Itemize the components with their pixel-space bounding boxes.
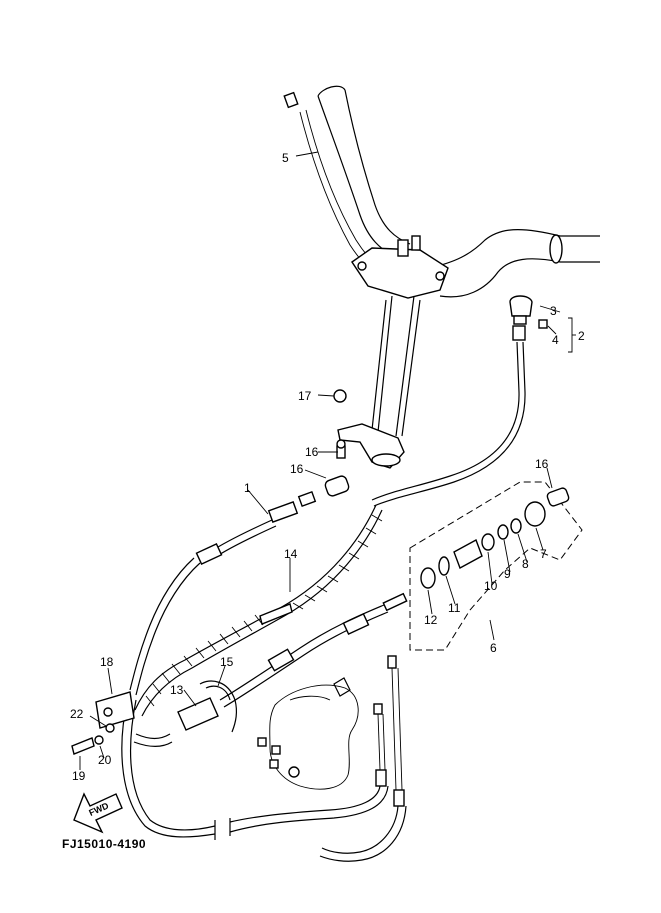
grip-end — [549, 234, 563, 264]
part-19-bracket — [95, 691, 135, 729]
part-10 — [481, 533, 495, 551]
callout-16-left: 16 — [290, 462, 304, 476]
clamp-bolt — [397, 239, 409, 257]
handlebar — [283, 85, 600, 299]
bolts-17-18 — [333, 389, 347, 459]
part-12 — [420, 567, 436, 589]
cable-13-end — [177, 697, 219, 731]
part-16-boot-left — [324, 475, 350, 497]
callout-9: 9 — [504, 567, 511, 581]
callout-15: 15 — [220, 655, 234, 669]
drawing-code: FJ15010-4190 — [62, 837, 146, 851]
bracket-19-22 — [71, 691, 173, 755]
part-7 — [524, 501, 546, 527]
callout-18: 17 — [298, 389, 312, 403]
part-20-screw — [71, 737, 95, 755]
callout-6: 6 — [490, 641, 497, 655]
fwd-arrow: FWD — [73, 792, 123, 834]
callout-22: 22 — [70, 707, 84, 721]
cable-1 — [121, 475, 350, 840]
part-22-washer — [105, 723, 115, 733]
cable-12-13 — [177, 592, 408, 733]
callout-19: 18 — [100, 655, 114, 669]
callout-8: 8 — [522, 557, 529, 571]
throttle-knob-assembly — [371, 295, 548, 507]
cable-fitting — [512, 325, 526, 341]
handlebar-clamp — [351, 247, 449, 299]
callouts: 5 3 4 2 17 16 16 1 16 7 8 9 10 11 12 6 1… — [70, 151, 585, 783]
callout-11: 11 — [448, 601, 461, 615]
exploded-group-6 — [409, 481, 583, 651]
callout-3: 3 — [550, 304, 557, 318]
callout-2: 2 — [578, 329, 585, 343]
callout-1: 1 — [244, 481, 251, 495]
part-11 — [438, 556, 450, 576]
callout-12: 12 — [424, 613, 438, 627]
callout-16-right: 16 — [535, 457, 549, 471]
callout-14: 14 — [284, 547, 298, 561]
knob-screw — [538, 319, 548, 329]
lever-cable-end — [283, 91, 299, 109]
part-9 — [497, 524, 509, 540]
leader-lines — [79, 151, 576, 770]
callout-5: 5 — [282, 151, 289, 165]
steering-column — [337, 295, 421, 469]
callout-7: 7 — [540, 547, 547, 561]
callout-17: 16 — [305, 445, 319, 459]
part-21-washer — [94, 735, 104, 745]
connector-body — [453, 538, 483, 570]
part-18-nut — [333, 389, 347, 403]
part-16-boot-right — [546, 487, 570, 507]
callout-21: 20 — [98, 753, 112, 767]
callout-4: 4 — [552, 333, 559, 347]
spiral-wrap-14 — [134, 504, 383, 717]
part-8 — [510, 518, 522, 534]
knob — [509, 295, 533, 317]
callout-10: 10 — [484, 579, 498, 593]
carburetor-outline — [229, 655, 407, 862]
callout-13: 13 — [170, 683, 184, 697]
callout-20: 19 — [72, 769, 86, 783]
